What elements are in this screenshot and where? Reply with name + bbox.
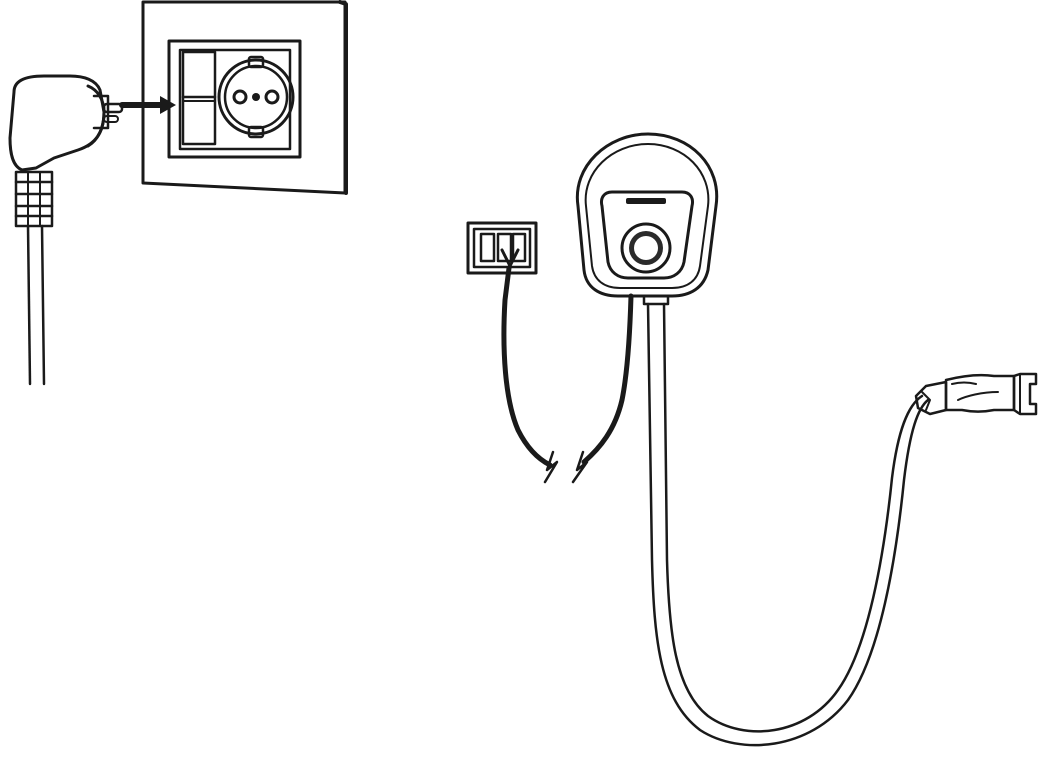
charging-cable [646,302,930,747]
wallbox-supply-cable [581,293,634,465]
insert-arrow-icon [119,96,176,114]
type2-connector-icon [914,372,1038,416]
schuko-plug-icon [8,74,124,386]
supply-cable [501,265,553,468]
junction-box-icon [466,221,538,275]
wall-socket-icon [141,0,348,195]
lightning-icon [543,450,589,484]
wallbox-charger-icon [575,132,719,306]
